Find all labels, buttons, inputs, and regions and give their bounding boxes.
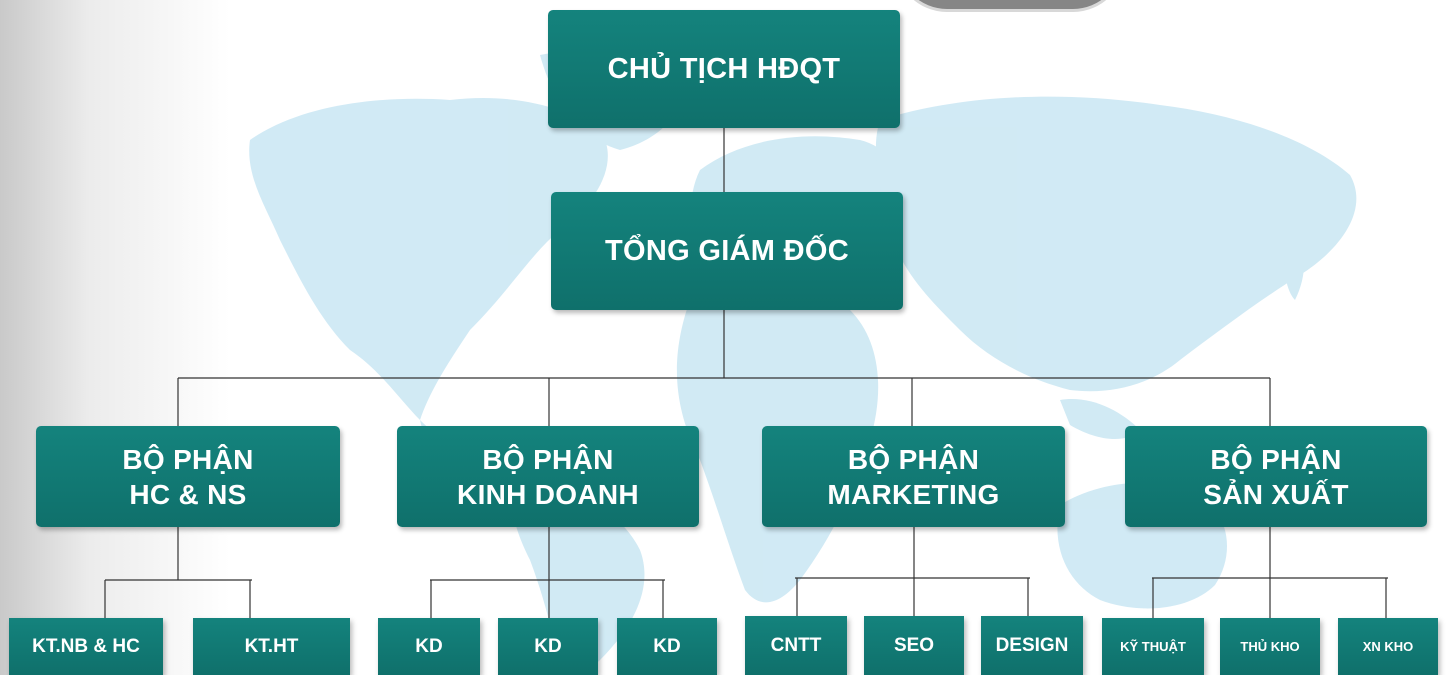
chairman-label: CHỦ TỊCH HĐQT (607, 52, 841, 85)
unit-label: KT.HT (244, 635, 299, 657)
unit-label: XN KHO (1362, 639, 1414, 654)
department-line2: HC & NS (129, 478, 247, 510)
department-line1: BỘ PHẬN (482, 443, 614, 475)
unit-label: CNTT (770, 634, 822, 656)
ceo-label: TỔNG GIÁM ĐỐC (605, 234, 849, 267)
unit-box: XN KHO (1338, 618, 1438, 675)
chairman-box: CHỦ TỊCH HĐQT (548, 10, 900, 128)
department-line2: SẢN XUẤT (1203, 478, 1349, 510)
unit-box: KD (378, 618, 480, 675)
unit-label: KD (653, 635, 681, 657)
unit-label: KD (534, 635, 562, 657)
ceo-box: TỔNG GIÁM ĐỐC (551, 192, 903, 310)
unit-box: KD (498, 618, 598, 675)
department-box-marketing: BỘ PHẬN MARKETING (762, 426, 1065, 527)
unit-box: KT.HT (193, 618, 350, 675)
unit-label: DESIGN (995, 634, 1069, 656)
unit-label: SEO (893, 634, 935, 656)
unit-box: THỦ KHO (1220, 618, 1320, 675)
unit-label: THỦ KHO (1240, 639, 1300, 654)
unit-label: KỸ THUẬT (1120, 639, 1186, 654)
unit-box: KỸ THUẬT (1102, 618, 1204, 675)
department-box-san-xuat: BỘ PHẬN SẢN XUẤT (1125, 426, 1427, 527)
unit-label: KT.NB & HC (32, 635, 140, 657)
unit-box: DESIGN (981, 616, 1083, 675)
department-box-kinh-doanh: BỘ PHẬN KINH DOANH (397, 426, 699, 527)
department-line2: KINH DOANH (457, 478, 639, 510)
department-line2: MARKETING (827, 478, 1000, 510)
unit-box: CNTT (745, 616, 847, 675)
unit-label: KD (415, 635, 443, 657)
unit-box: KT.NB & HC (9, 618, 163, 675)
unit-box: SEO (864, 616, 964, 675)
department-line1: BỘ PHẬN (847, 443, 980, 475)
department-line1: BỘ PHẬN (1210, 443, 1342, 475)
department-box-hc-ns: BỘ PHẬN HC & NS (36, 426, 340, 527)
department-line1: BỘ PHẬN (122, 443, 254, 475)
unit-box: KD (617, 618, 717, 675)
